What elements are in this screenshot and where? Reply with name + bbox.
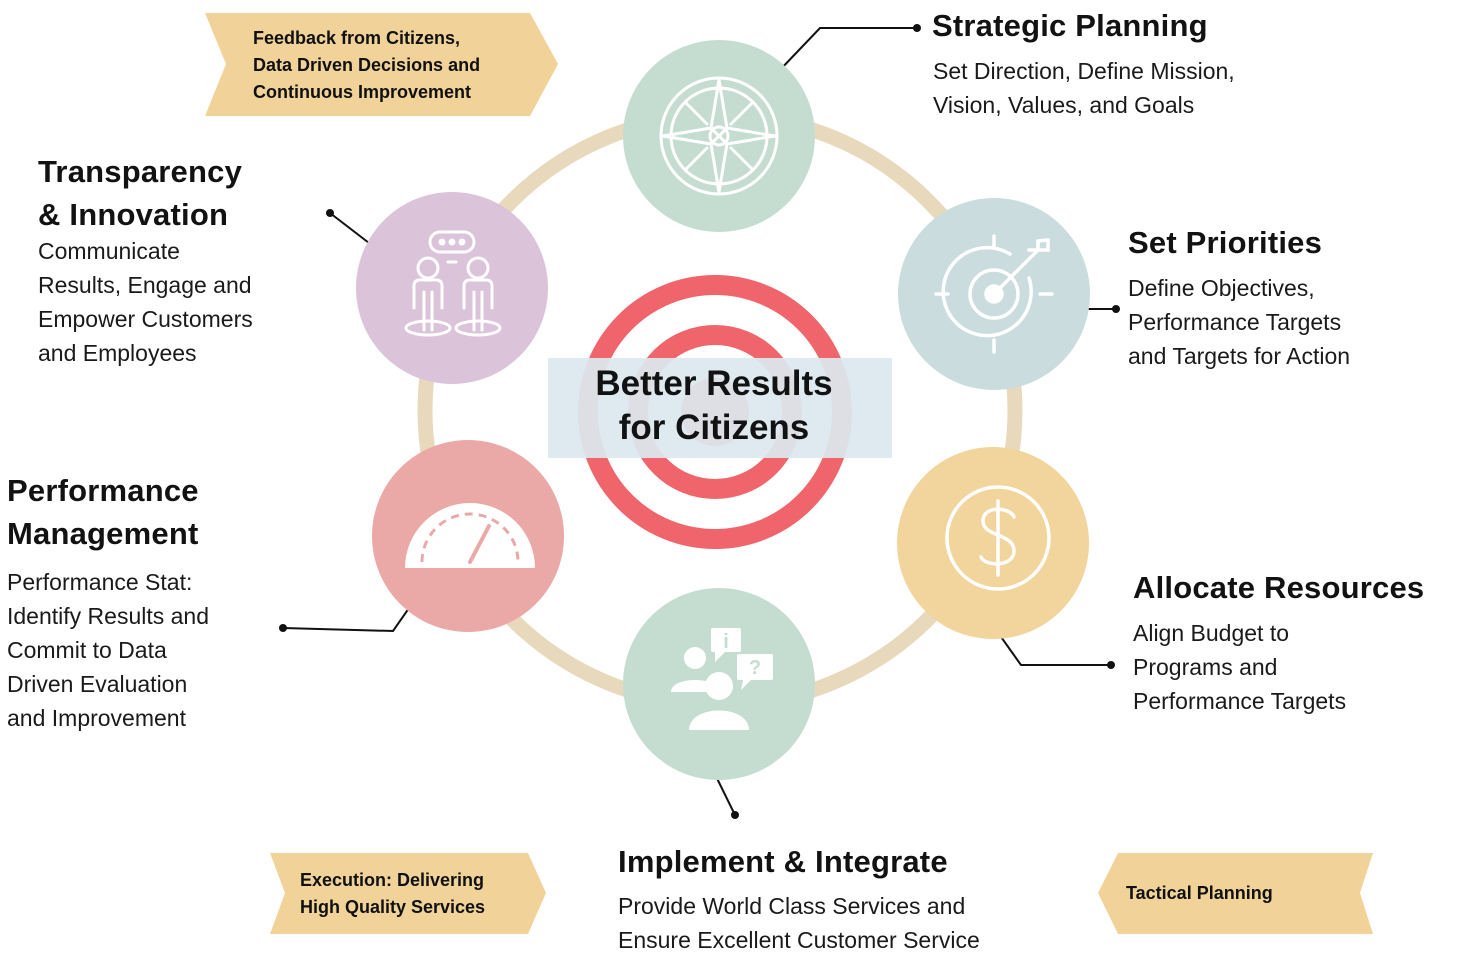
connector-strategic [777, 27, 917, 73]
performance-management-title: Performance Management [7, 469, 199, 555]
set-priorities-title: Set Priorities [1128, 225, 1323, 260]
compass-icon [659, 76, 779, 196]
implement-integrate-title: Implement & Integrate [618, 844, 948, 879]
tactical-banner-line1: Tactical Planning [1126, 883, 1273, 903]
allocate-resources-desc-line: Programs and [1133, 654, 1278, 680]
set-priorities-desc-line: Define Objectives, [1128, 275, 1315, 301]
strategic-planning-desc-line: Set Direction, Define Mission, [933, 58, 1235, 84]
transparency-innovation-description: Communicate Results, Engage and Empower … [38, 234, 253, 370]
set-priorities-node [898, 198, 1090, 390]
allocate-resources-desc-line: Align Budget to [1133, 620, 1290, 646]
center-label-line2: for Citizens [618, 408, 810, 447]
transparency-innovation-title-line: & Innovation [38, 197, 229, 232]
implement-integrate-desc-line: Provide World Class Services and [618, 893, 966, 919]
tactical-banner: Tactical Planning [1126, 880, 1273, 907]
svg-text:i: i [723, 631, 729, 653]
performance-management-description: Performance Stat: Identify Results and C… [7, 565, 209, 735]
transparency-innovation-desc-line: Empower Customers [38, 306, 253, 332]
people-conversation-icon [404, 230, 502, 337]
target-arrow-icon [934, 234, 1054, 354]
execution-banner-line1: Execution: Delivering [300, 870, 485, 890]
allocate-resources-desc-line: Performance Targets [1133, 688, 1347, 714]
center-label-background [548, 358, 892, 458]
implement-integrate-desc-line: Ensure Excellent Customer Service [618, 927, 980, 953]
performance-management-title-line: Management [7, 516, 199, 551]
dollar-icon [945, 485, 1051, 591]
performance-management-node [372, 440, 564, 632]
allocate-resources-node [897, 447, 1089, 639]
transparency-innovation-desc-line: and Employees [38, 340, 197, 366]
performance-management-desc-line: Driven Evaluation [7, 671, 188, 697]
tactical-banner-shape [1098, 853, 1373, 934]
set-priorities-desc-line: Performance Targets [1128, 309, 1342, 335]
allocate-resources-description: Align Budget to Programs and Performance… [1133, 616, 1346, 718]
set-priorities-desc-line: and Targets for Action [1128, 343, 1351, 369]
strategic-planning-description: Set Direction, Define Mission, Vision, V… [933, 54, 1235, 122]
strategic-planning-desc-line: Vision, Values, and Goals [933, 92, 1195, 118]
performance-management-desc-line: Performance Stat: [7, 569, 193, 595]
feedback-banner-line1: Feedback from Citizens, [253, 28, 461, 48]
execution-banner-shape [270, 853, 546, 934]
svg-text:?: ? [749, 657, 761, 679]
connector-resources [993, 626, 1111, 666]
customer-service-icon: i ? [671, 628, 773, 730]
set-priorities-description: Define Objectives, Performance Targets a… [1128, 271, 1350, 373]
strategic-planning-node [623, 40, 815, 232]
performance-management-desc-line: Identify Results and [7, 603, 210, 629]
connector-dots [279, 24, 1120, 819]
execution-banner-line2: High Quality Services [300, 897, 486, 917]
implement-integrate-node: i ? [623, 588, 815, 780]
feedback-banner-shape [205, 13, 558, 116]
transparency-innovation-desc-line: Results, Engage and [38, 272, 252, 298]
performance-management-title-line: Performance [7, 473, 199, 508]
center-label: Better Results for Citizens [548, 362, 880, 450]
center-label-line1: Better Results [595, 364, 833, 403]
allocate-resources-title: Allocate Resources [1133, 570, 1425, 605]
feedback-banner-line3: Continuous Improvement [253, 82, 472, 102]
implement-integrate-description: Provide World Class Services and Ensure … [618, 889, 980, 957]
gauge-icon [405, 503, 535, 568]
transparency-innovation-desc-line: Communicate [38, 238, 180, 264]
transparency-innovation-title: Transparency & Innovation [38, 150, 242, 236]
feedback-banner: Feedback from Citizens, Data Driven Deci… [253, 25, 480, 106]
performance-management-desc-line: Commit to Data [7, 637, 167, 663]
performance-management-desc-line: and Improvement [7, 705, 186, 731]
strategic-planning-title: Strategic Planning [932, 8, 1208, 43]
feedback-banner-line2: Data Driven Decisions and [253, 55, 481, 75]
execution-banner: Execution: Delivering High Quality Servi… [300, 867, 485, 921]
transparency-innovation-title-line: Transparency [38, 154, 243, 189]
transparency-innovation-node [356, 192, 548, 384]
